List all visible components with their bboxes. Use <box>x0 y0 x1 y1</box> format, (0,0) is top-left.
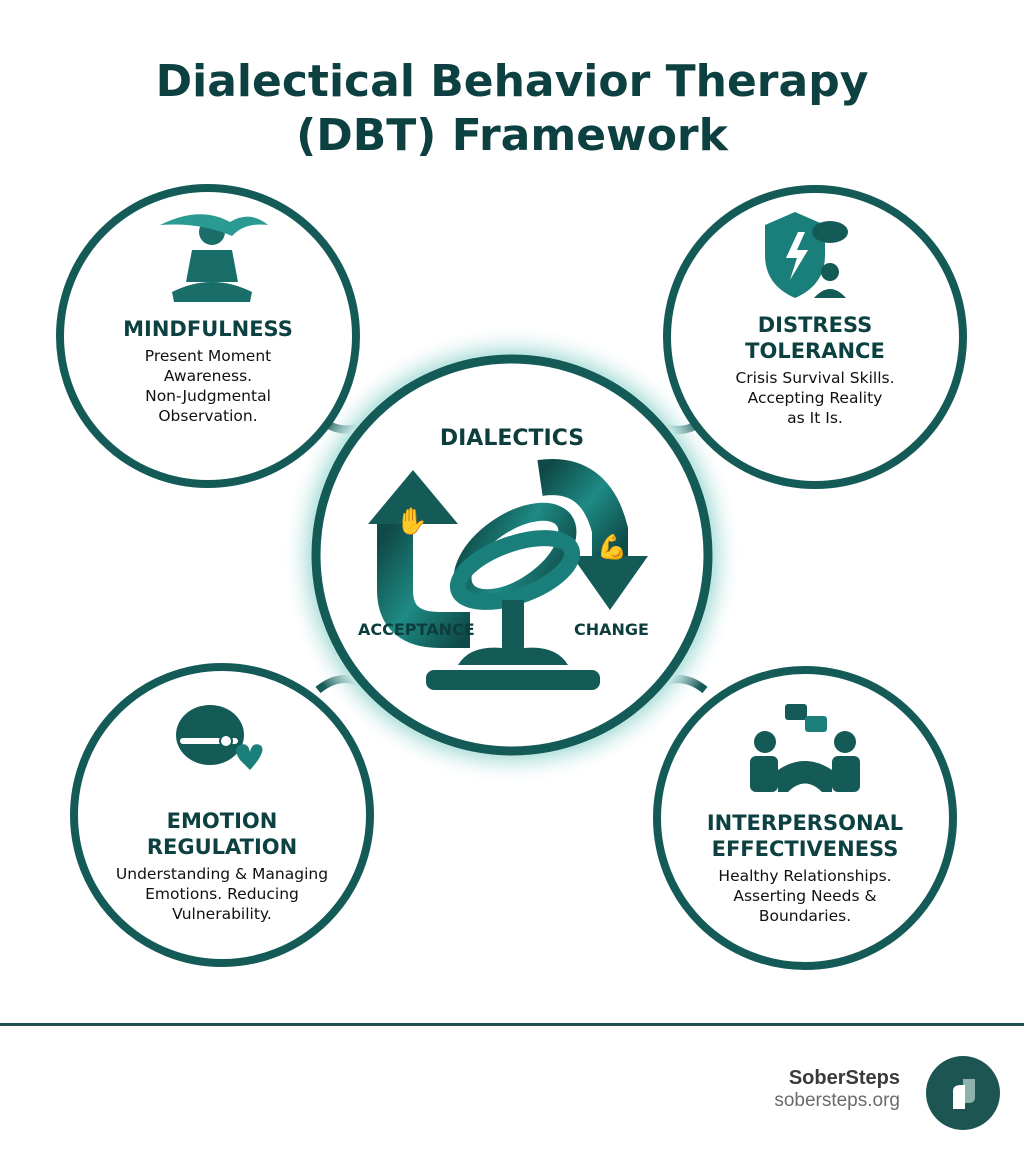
linked-rings-icon <box>368 459 648 648</box>
node-desc-line: Understanding & Managing <box>115 865 329 883</box>
node-desc-line: Crisis Survival Skills. <box>735 369 895 387</box>
dbt-diagram: ✋ 💪 <box>56 184 967 970</box>
node-desc-line: Asserting Needs & <box>733 887 877 905</box>
node-desc-line: Present Moment <box>144 347 272 365</box>
sobersteps-logo-icon <box>926 1056 1000 1130</box>
interpersonal-circle <box>653 666 957 970</box>
node-heading: DISTRESS <box>757 313 873 337</box>
brand-url[interactable]: sobersteps.org <box>774 1090 900 1111</box>
change-label: CHANGE <box>574 620 649 639</box>
balance-stand-icon <box>426 600 600 690</box>
node-mindfulness: MINDFULNESS Present Moment Awareness. No… <box>88 316 328 426</box>
brain-slider-heart-icon <box>176 705 263 770</box>
node-desc-line: Observation. <box>158 407 258 425</box>
brand-name: SoberSteps <box>788 1067 900 1089</box>
node-heading: INTERPERSONAL <box>706 811 904 835</box>
acceptance-label: ACCEPTANCE <box>358 620 475 639</box>
raised-hand-icon: ✋ <box>396 506 428 536</box>
node-desc-line: Awareness. <box>163 367 253 385</box>
page-title-line-1: Dialectical Behavior Therapy <box>155 56 869 107</box>
shield-storm-icon <box>765 212 848 298</box>
distress-tolerance-circle <box>663 185 967 489</box>
node-heading: EFFECTIVENESS <box>711 837 899 861</box>
node-desc-line: Non-Judgmental <box>145 387 271 405</box>
node-desc-line: Boundaries. <box>758 907 852 925</box>
footer-divider <box>0 1023 1024 1026</box>
mindfulness-circle <box>56 184 360 488</box>
node-desc-line: Vulnerability. <box>172 905 272 923</box>
center-heading: DIALECTICS <box>439 426 585 451</box>
meditation-icon <box>160 214 268 302</box>
center-circle <box>311 354 713 756</box>
node-desc-line: as It Is. <box>787 409 843 427</box>
page-title-line-2: (DBT) Framework <box>296 110 728 161</box>
node-heading: EMOTION <box>166 809 278 833</box>
node-desc-line: Emotions. Reducing <box>145 885 299 903</box>
people-bridge-icon <box>750 704 860 792</box>
node-heading: TOLERANCE <box>745 339 885 363</box>
node-heading: MINDFULNESS <box>123 317 293 341</box>
node-heading: REGULATION <box>146 835 298 859</box>
flexed-arm-icon: 💪 <box>597 533 627 561</box>
node-desc-line: Accepting Reality <box>747 389 883 407</box>
emotion-regulation-circle <box>70 663 374 967</box>
footer-brand: SoberSteps sobersteps.org <box>774 1066 900 1112</box>
node-desc-line: Healthy Relationships. <box>718 867 892 885</box>
